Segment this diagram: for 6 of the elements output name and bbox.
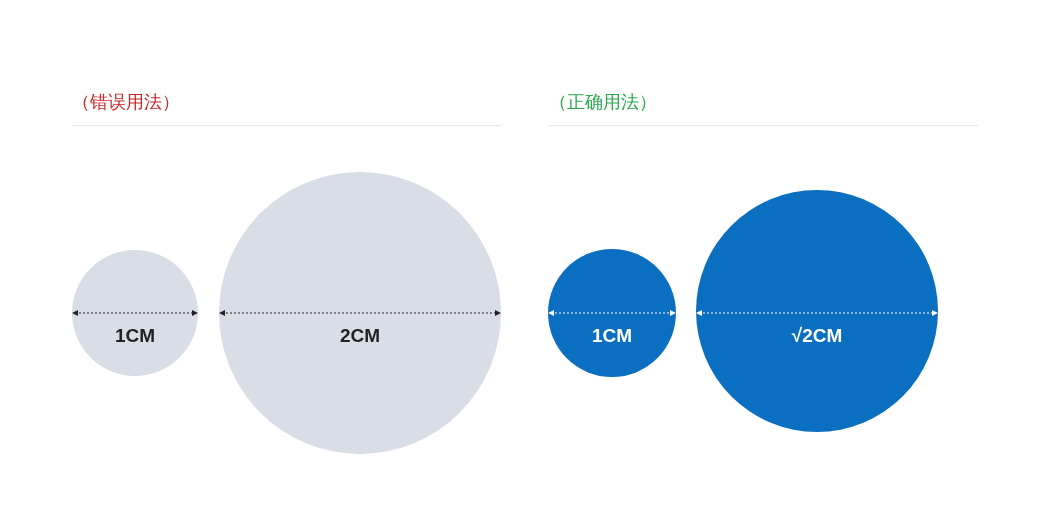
diameter-label: 1CM	[114, 325, 156, 347]
section-heading: （正确用法）	[549, 90, 657, 114]
diameter-label: 1CM	[591, 325, 633, 347]
section-heading: （错误用法）	[72, 90, 180, 114]
diameter-label: √2CM	[791, 325, 843, 347]
diameter-label: 2CM	[339, 325, 381, 347]
